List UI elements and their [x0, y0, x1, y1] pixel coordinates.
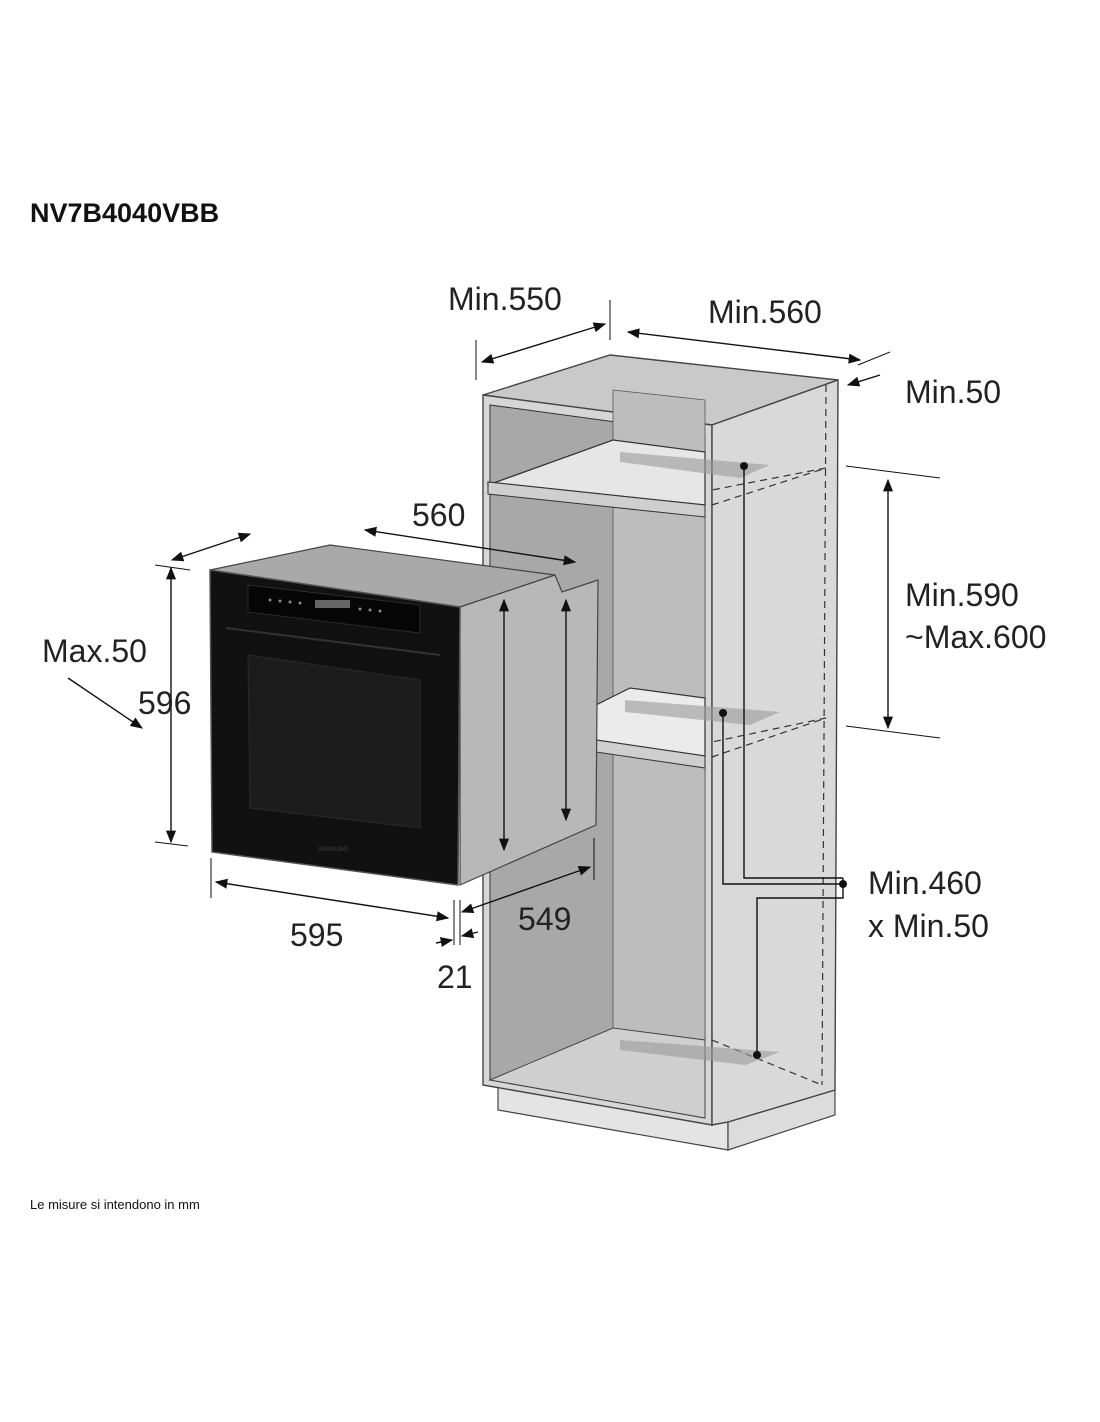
label-vent-1: Min.460 [868, 865, 982, 901]
label-cabinet-width: Min.560 [708, 294, 822, 330]
label-oven-depth-top: 560 [412, 497, 465, 533]
label-vent-2: x Min.50 [868, 908, 989, 944]
oven-brand-logo: SAMSUNG [318, 847, 349, 853]
model-title: NV7B4040VBB [30, 198, 220, 228]
label-door-depth: 21 [437, 959, 473, 995]
vent-top [620, 452, 770, 478]
cabinet-side [711, 379, 839, 1126]
label-body-depth: 549 [518, 901, 571, 937]
oven-door-window [247, 654, 421, 829]
label-niche-height-1: Min.590 [905, 577, 1019, 613]
label-oven-width: 595 [290, 917, 343, 953]
units-footnote: Le misure si intendono in mm [30, 1197, 200, 1212]
label-niche-height-2: ~Max.600 [905, 619, 1046, 655]
oven-display [315, 600, 350, 608]
shelf-top-edge [487, 481, 706, 518]
label-oven-height: 596 [138, 685, 191, 721]
oven: SAMSUNG [209, 544, 599, 886]
label-cabinet-depth: Min.550 [448, 281, 562, 317]
vent-middle [625, 700, 780, 725]
vent-bottom [620, 1040, 780, 1065]
label-rear-gap: Min.50 [905, 374, 1001, 410]
oven-door-handle [225, 627, 441, 656]
oven-control-panel [247, 584, 421, 634]
dimension-lines [67, 300, 941, 948]
label-max-protrusion: Max.50 [42, 633, 147, 669]
